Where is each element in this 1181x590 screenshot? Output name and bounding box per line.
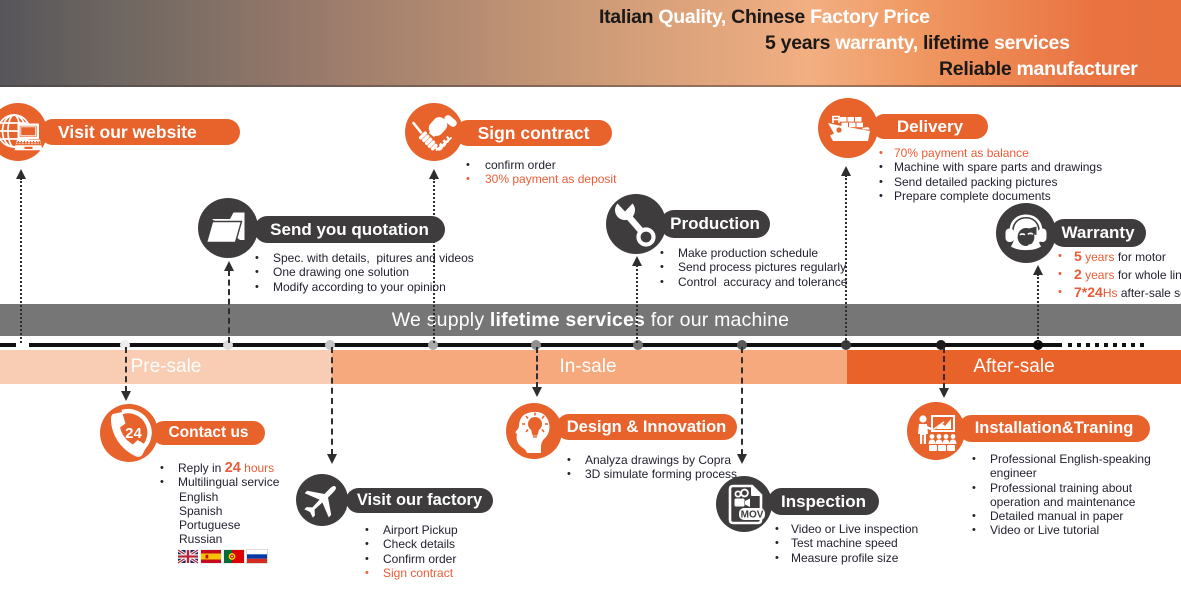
svg-text:24: 24: [125, 425, 142, 442]
svg-text:MOV: MOV: [741, 510, 764, 521]
